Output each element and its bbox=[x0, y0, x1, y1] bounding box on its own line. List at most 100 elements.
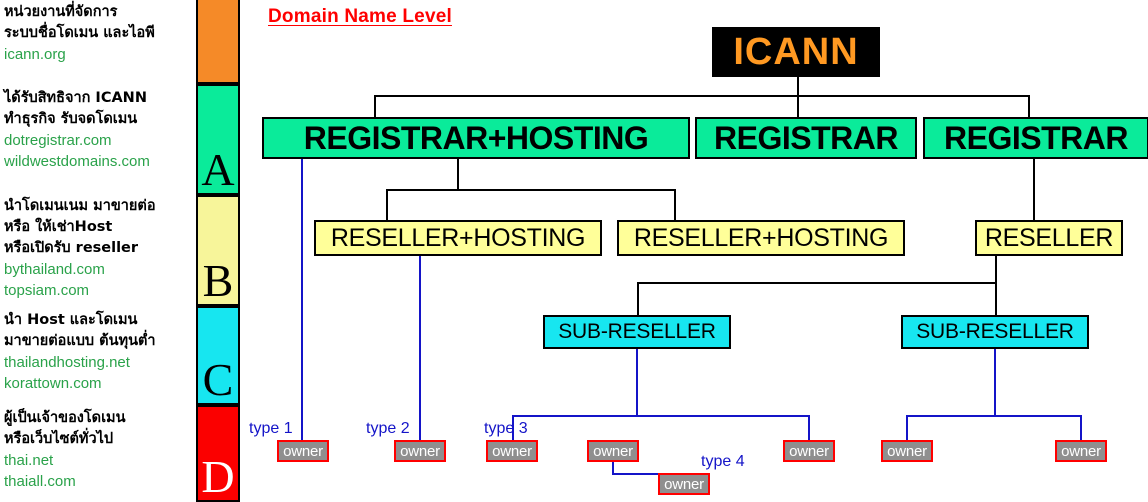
legend-line: หรือ ให้เช่าHost bbox=[4, 219, 113, 235]
legend-domain: thai.net bbox=[4, 452, 54, 469]
connector-icann-bus bbox=[374, 95, 1030, 97]
connector-sub2-stem bbox=[994, 349, 996, 416]
legend-domain: bythailand.com bbox=[4, 261, 105, 278]
connector-drop-registrar-3 bbox=[1028, 95, 1030, 117]
connector-sub2-drop-left bbox=[906, 415, 908, 440]
legend-domain: topsiam.com bbox=[4, 282, 90, 299]
legend-panel: หน่วยงานที่จัดการ ระบบชื่อโดเมน และไอพี … bbox=[0, 0, 196, 500]
legend-domain: thaiall.com bbox=[4, 473, 76, 490]
legend-domain: thailandhosting.net bbox=[4, 354, 130, 371]
legend-line: หรือเปิดรับ reseller bbox=[4, 240, 139, 256]
connector-sub1-drop-right bbox=[808, 415, 810, 440]
node-label: REGISTRAR bbox=[944, 119, 1128, 156]
level-band-a: A bbox=[196, 84, 240, 195]
legend-domain: icann.org bbox=[4, 46, 66, 63]
level-band-letter: A bbox=[201, 144, 235, 195]
connector-sub1-bus bbox=[512, 415, 810, 417]
node-label: RESELLER bbox=[984, 223, 1114, 252]
legend-group-owner: ผู้เป็นเจ้าของโดเมน หรือเว็บไซต์ทั่วไป t… bbox=[4, 408, 196, 492]
node-label: RESELLER+HOSTING bbox=[633, 223, 889, 252]
legend-line: ทำธุรกิจ รับจดโดเมน bbox=[4, 111, 138, 127]
legend-domain: wildwestdomains.com bbox=[4, 153, 150, 170]
node-owner-sub1-mid[interactable]: owner bbox=[587, 440, 639, 462]
type-label-2: type 2 bbox=[366, 420, 410, 437]
level-band-letter: B bbox=[202, 255, 234, 306]
connector-drop-registrar-2 bbox=[797, 95, 799, 117]
legend-line: ได้รับสิทธิจาก ICANN bbox=[4, 90, 147, 106]
node-label: owner bbox=[887, 442, 927, 460]
level-band-column: A B C D bbox=[196, 0, 240, 502]
legend-domain: korattown.com bbox=[4, 375, 102, 392]
node-owner-type4[interactable]: owner bbox=[658, 473, 710, 495]
node-label: owner bbox=[1061, 442, 1101, 460]
level-band-letter: D bbox=[201, 451, 235, 502]
connector-type1 bbox=[301, 159, 303, 440]
node-owner-sub2-right[interactable]: owner bbox=[1055, 440, 1107, 462]
node-reseller-3[interactable]: RESELLER bbox=[975, 220, 1123, 256]
node-owner-sub1-right[interactable]: owner bbox=[783, 440, 835, 462]
level-band-d: D bbox=[196, 405, 240, 502]
connector-registrar1-stem bbox=[457, 159, 459, 190]
legend-line: นำโดเมนเนม มาขายต่อ bbox=[4, 198, 156, 214]
connector-drop-registrar-1 bbox=[374, 95, 376, 117]
connector-type2 bbox=[419, 256, 421, 440]
connector-sub2-bus bbox=[906, 415, 1082, 417]
legend-group-reseller: นำโดเมนเนม มาขายต่อ หรือ ให้เช่าHost หรื… bbox=[4, 196, 196, 301]
connector-registrar3-stem bbox=[1033, 159, 1035, 220]
legend-domain: dotregistrar.com bbox=[4, 132, 112, 149]
node-label: owner bbox=[664, 475, 704, 493]
connector-drop-reseller-2 bbox=[674, 189, 676, 220]
connector-sub1-stem bbox=[636, 349, 638, 416]
type-label-4: type 4 bbox=[701, 453, 745, 470]
node-owner-type2[interactable]: owner bbox=[394, 440, 446, 462]
level-band-icann bbox=[196, 0, 240, 84]
connector-drop-sub-1 bbox=[637, 282, 639, 315]
level-band-c: C bbox=[196, 306, 240, 405]
node-label: REGISTRAR+HOSTING bbox=[303, 119, 649, 156]
legend-line: ระบบชื่อโดเมน และไอพี bbox=[4, 25, 155, 41]
connector-reseller2-bus bbox=[637, 282, 997, 284]
legend-group-subreseller: นำ Host และโดเมน มาขายต่อแบบ ต้นทุนต่ำ t… bbox=[4, 310, 196, 394]
legend-line: หรือเว็บไซต์ทั่วไป bbox=[4, 431, 114, 447]
node-owner-type1[interactable]: owner bbox=[277, 440, 329, 462]
node-owner-type3[interactable]: owner bbox=[486, 440, 538, 462]
node-label: ICANN bbox=[733, 30, 859, 73]
legend-line: หน่วยงานที่จัดการ bbox=[4, 4, 118, 20]
connector-sub1-drop-left bbox=[512, 415, 514, 440]
node-label: owner bbox=[789, 442, 829, 460]
connector-type4-horiz bbox=[612, 473, 684, 475]
node-sub-reseller-1[interactable]: SUB-RESELLER bbox=[543, 315, 731, 349]
legend-line: มาขายต่อแบบ ต้นทุนต่ำ bbox=[4, 333, 156, 349]
node-label: RESELLER+HOSTING bbox=[330, 223, 586, 252]
connector-drop-reseller-1 bbox=[386, 189, 388, 220]
node-label: owner bbox=[400, 442, 440, 460]
legend-group-icann: หน่วยงานที่จัดการ ระบบชื่อโดเมน และไอพี … bbox=[4, 2, 196, 65]
node-sub-reseller-2[interactable]: SUB-RESELLER bbox=[901, 315, 1089, 349]
node-label: owner bbox=[283, 442, 323, 460]
node-registrar-3[interactable]: REGISTRAR bbox=[923, 117, 1148, 159]
node-owner-sub2-left[interactable]: owner bbox=[881, 440, 933, 462]
type-label-3: type 3 bbox=[484, 420, 528, 437]
hierarchy-diagram: Domain Name Level ICANN REGISTRAR+HOSTIN… bbox=[240, 0, 1148, 500]
node-icann[interactable]: ICANN bbox=[712, 27, 880, 77]
legend-line: ผู้เป็นเจ้าของโดเมน bbox=[4, 410, 126, 426]
node-label: SUB-RESELLER bbox=[916, 320, 1074, 343]
node-label: SUB-RESELLER bbox=[558, 320, 716, 343]
type-label-1: type 1 bbox=[249, 420, 293, 437]
node-reseller-hosting-2[interactable]: RESELLER+HOSTING bbox=[617, 220, 905, 256]
node-label: REGISTRAR bbox=[714, 119, 898, 156]
node-label: owner bbox=[593, 442, 633, 460]
page-title: Domain Name Level bbox=[268, 6, 452, 27]
legend-line: นำ Host และโดเมน bbox=[4, 312, 138, 328]
level-band-b: B bbox=[196, 195, 240, 306]
node-registrar-2[interactable]: REGISTRAR bbox=[695, 117, 917, 159]
connector-drop-sub-2 bbox=[995, 282, 997, 315]
node-registrar-hosting[interactable]: REGISTRAR+HOSTING bbox=[262, 117, 690, 159]
connector-icann-stem bbox=[797, 76, 799, 96]
connector-registrar1-bus bbox=[386, 189, 676, 191]
node-reseller-hosting-1[interactable]: RESELLER+HOSTING bbox=[314, 220, 602, 256]
node-label: owner bbox=[492, 442, 532, 460]
legend-group-registrar: ได้รับสิทธิจาก ICANN ทำธุรกิจ รับจดโดเมน… bbox=[4, 88, 196, 172]
level-band-letter: C bbox=[202, 354, 234, 405]
